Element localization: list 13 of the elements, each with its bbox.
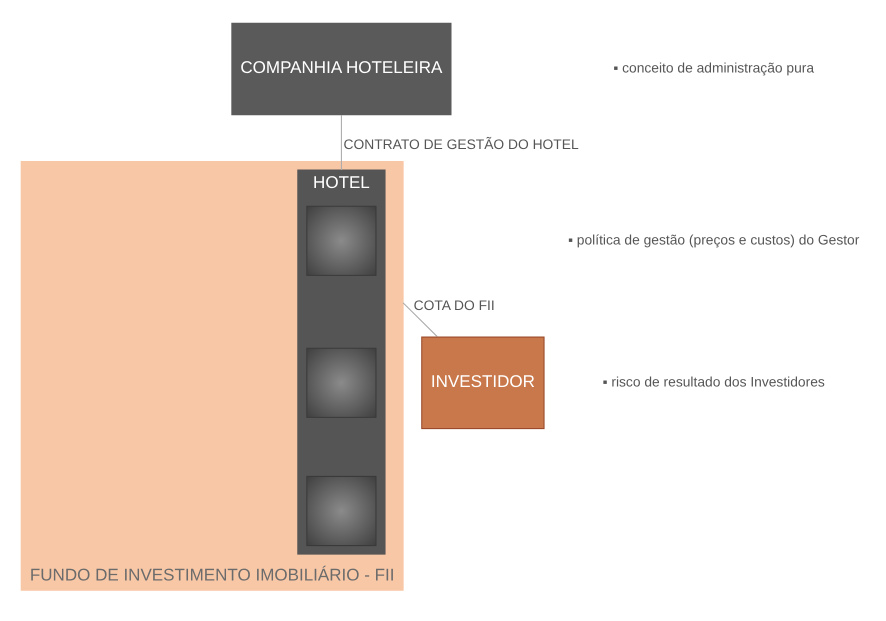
label: ▪ risco de resultado dos Investidores: [602, 372, 825, 389]
node-box: [306, 205, 377, 276]
node-box: [306, 347, 377, 418]
connector: [402, 302, 438, 336]
cluster: HOTEL: [297, 169, 386, 554]
label: ▪ política de gestão (preços e custos) do Gestor: [568, 230, 860, 247]
edge-label: CONTRATO DE GESTÃO DO HOTEL: [344, 136, 579, 152]
connector: [340, 114, 342, 170]
label: ▪ conceito de administração pura: [613, 59, 814, 76]
node-box: [306, 475, 377, 546]
node-box: COMPANHIA HOTELEIRA: [231, 22, 452, 115]
edge-label: COTA DO FII: [414, 296, 495, 312]
node-box: INVESTIDOR: [421, 336, 545, 429]
